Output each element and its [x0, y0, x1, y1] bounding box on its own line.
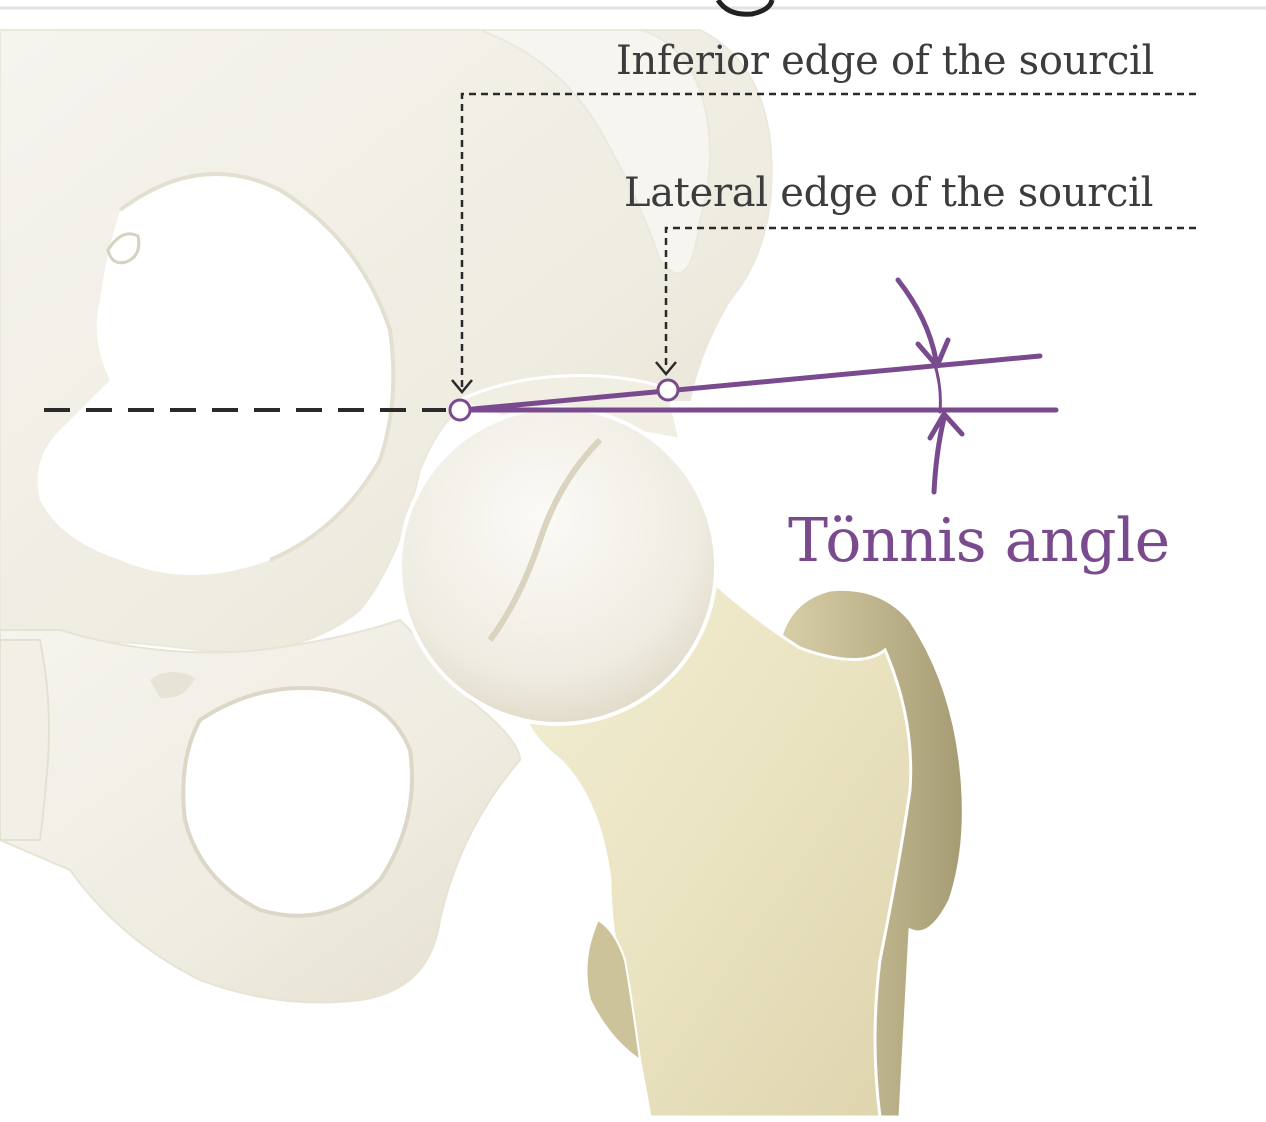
lateral-edge-point [658, 380, 678, 400]
arrowhead-lower [930, 414, 962, 438]
angle-arc [934, 362, 940, 412]
inferior-edge-label: Inferior edge of the sourcil [616, 38, 1154, 84]
obturator-foramen [183, 688, 412, 916]
inferior-edge-point [450, 400, 470, 420]
lateral-edge-label: Lateral edge of the sourcil [624, 170, 1153, 216]
curved-arrow-icon [898, 280, 936, 360]
femoral-head [400, 408, 716, 724]
pubic-symphysis [0, 640, 49, 840]
tonnis-angle-label: Tönnis angle [788, 506, 1170, 576]
